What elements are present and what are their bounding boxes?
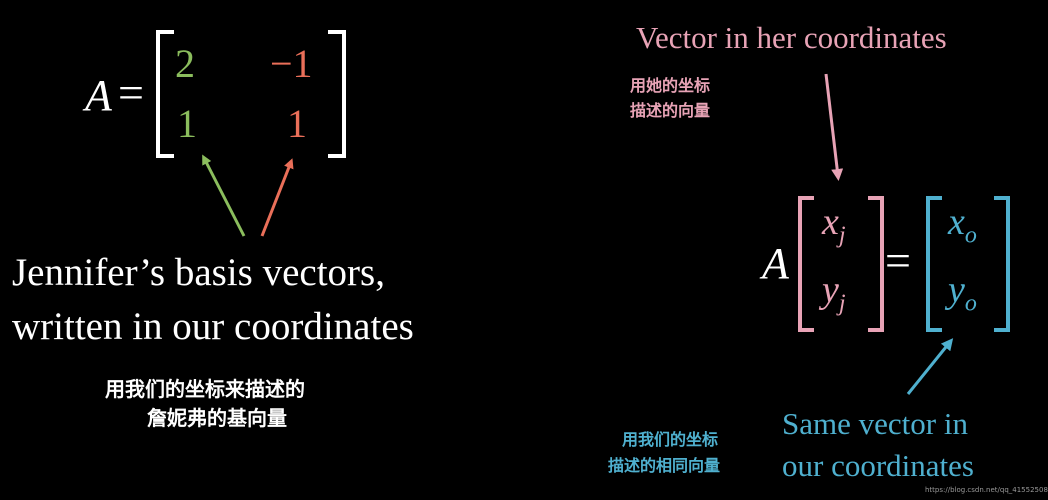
x-her-entry: xj xyxy=(822,200,846,250)
equation-equals-sign: = xyxy=(885,235,911,286)
y-our-letter: y xyxy=(948,269,965,311)
our-coordinates-cn-line-2: 描述的相同向量 xyxy=(608,456,721,475)
our-coordinates-line-1: Same vector in xyxy=(782,406,968,441)
our-coordinates-line-2: our coordinates xyxy=(782,448,974,483)
x-our-subscript: o xyxy=(964,222,977,249)
left-caption-line-2: written in our coordinates xyxy=(12,305,414,348)
y-her-entry: yj xyxy=(822,268,846,318)
red-arrow xyxy=(260,158,294,237)
her-coordinates-cn-line-1: 用她的坐标 xyxy=(630,76,711,95)
y-her-subscript: j xyxy=(838,290,846,317)
blue-left-bracket xyxy=(926,196,942,332)
x-her-letter: x xyxy=(822,201,839,243)
matrix-equals-sign: = xyxy=(118,67,144,118)
left-caption-line-1: Jennifer’s basis vectors, xyxy=(12,251,385,294)
pink-arrow xyxy=(824,73,844,181)
matrix-left-bracket xyxy=(156,30,174,158)
y-our-entry: yo xyxy=(948,268,977,318)
her-coordinates-cn-line-2: 描述的向量 xyxy=(630,101,711,120)
matrix-entry-1-1: 2 xyxy=(175,41,195,86)
pink-right-bracket xyxy=(868,196,884,332)
y-our-subscript: o xyxy=(964,290,977,317)
x-our-entry: xo xyxy=(948,200,977,250)
equation-matrix-label: A xyxy=(762,239,789,288)
matrix-entry-1-2: −1 xyxy=(270,41,313,86)
her-coordinates-title: Vector in her coordinates xyxy=(636,20,947,55)
our-coordinates-cn-line-1: 用我们的坐标 xyxy=(622,430,719,449)
x-her-subscript: j xyxy=(838,222,846,249)
annotation-arrows xyxy=(202,73,954,395)
watermark: https://blog.csdn.net/qq_41552508 xyxy=(925,486,1048,494)
matrix-right-bracket xyxy=(328,30,346,158)
blue-right-bracket xyxy=(994,196,1010,332)
blue-arrow xyxy=(906,338,954,395)
matrix-entry-2-1: 1 xyxy=(177,101,197,146)
pink-left-bracket xyxy=(798,196,814,332)
y-her-letter: y xyxy=(822,269,839,311)
x-our-letter: x xyxy=(948,201,965,243)
matrix-label: A xyxy=(85,71,112,120)
left-caption-cn-line-1: 用我们的坐标来描述的 xyxy=(105,377,305,401)
matrix-entry-2-2: 1 xyxy=(287,101,307,146)
left-caption-cn-line-2: 詹妮弗的基向量 xyxy=(147,406,287,430)
green-arrow xyxy=(202,154,246,237)
